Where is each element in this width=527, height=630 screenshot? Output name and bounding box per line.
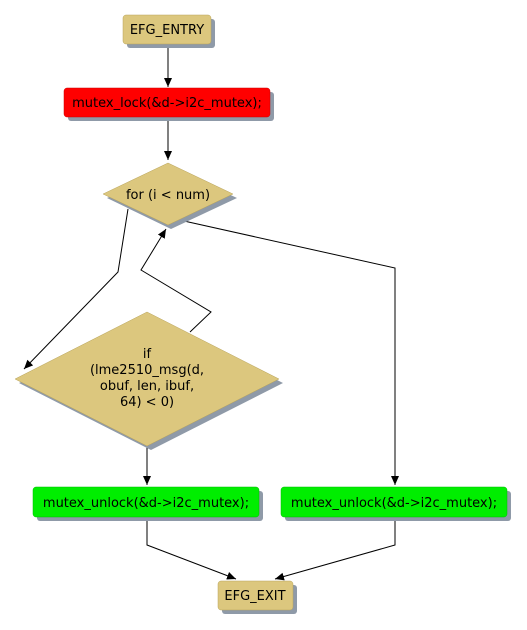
node-entry-box bbox=[122, 14, 212, 45]
edge-cond-back-to-loop bbox=[140, 228, 212, 333]
node-exit-label: EFG_EXIT bbox=[224, 589, 285, 604]
node-unlock-right-label: mutex_unlock(&d->i2c_mutex); bbox=[291, 496, 497, 511]
node-entry: EFG_ENTRY bbox=[122, 14, 215, 48]
edge-loop-to-cond bbox=[23, 208, 129, 370]
node-loop: for (i < num) bbox=[102, 162, 237, 229]
node-cond-line-1: if bbox=[143, 347, 152, 362]
node-unlock-left-box bbox=[32, 486, 260, 518]
node-exit: EFG_EXIT bbox=[217, 580, 297, 614]
node-entry-label: EFG_ENTRY bbox=[130, 23, 204, 38]
node-cond-diamond bbox=[14, 311, 280, 447]
edge-unlock-left-to-exit bbox=[146, 519, 237, 580]
node-loop-diamond bbox=[102, 162, 234, 226]
node-unlock-left-label: mutex_unlock(&d->i2c_mutex); bbox=[43, 496, 249, 511]
edges bbox=[23, 45, 399, 581]
node-lock-label: mutex_lock(&d->i2c_mutex); bbox=[72, 96, 262, 111]
node-unlock-left: mutex_unlock(&d->i2c_mutex); bbox=[32, 486, 263, 521]
node-loop-label: for (i < num) bbox=[126, 188, 210, 203]
node-cond-line-4: 64) < 0) bbox=[120, 395, 174, 410]
edge-loop-to-unlock-right bbox=[183, 220, 399, 485]
node-cond-line-2: (lme2510_msg(d, bbox=[90, 363, 204, 378]
node-lock-box bbox=[63, 87, 271, 118]
node-unlock-right-box bbox=[280, 486, 508, 518]
node-cond-line-3: obuf, len, ibuf, bbox=[100, 379, 194, 394]
edge-unlock-right-to-exit bbox=[274, 519, 396, 581]
node-exit-box bbox=[217, 580, 294, 611]
node-lock: mutex_lock(&d->i2c_mutex); bbox=[63, 87, 274, 121]
node-unlock-right: mutex_unlock(&d->i2c_mutex); bbox=[280, 486, 511, 521]
node-cond: if (lme2510_msg(d, obuf, len, ibuf, 64) … bbox=[14, 311, 283, 450]
